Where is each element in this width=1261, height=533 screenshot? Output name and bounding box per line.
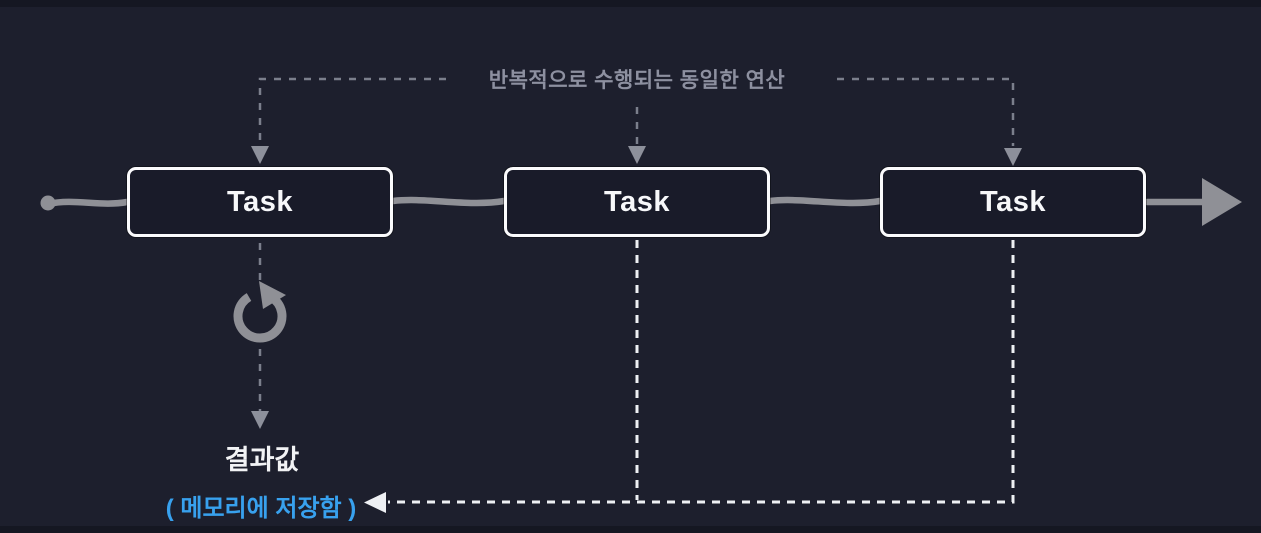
task-box-2: Task — [504, 167, 770, 237]
bottom-edge-band — [0, 526, 1261, 533]
connector-task1-task2 — [389, 196, 508, 207]
rotate-clockwise-icon — [233, 281, 287, 343]
task-box-1: Task — [127, 167, 393, 237]
rotate-clockwise-icon-arc — [233, 293, 287, 343]
flow-end-arrowhead — [1202, 178, 1242, 226]
task-box-1-label: Task — [227, 185, 293, 218]
loop-annotation-arrowhead-right — [1004, 148, 1022, 166]
connector-task2-task3 — [766, 196, 884, 207]
task-box-3: Task — [880, 167, 1146, 237]
top-annotation-label: 반복적으로 수행되는 동일한 연산 — [488, 69, 786, 92]
top-edge-band — [0, 0, 1261, 7]
loop-annotation-line-left — [258, 77, 446, 144]
task-box-3-label: Task — [980, 185, 1046, 218]
task-box-2-label: Task — [604, 185, 670, 218]
start-connector-line — [44, 198, 131, 208]
memory-dashed-line-task3 — [388, 240, 1015, 504]
loop-annotation-arrowhead-left — [251, 146, 269, 164]
memory-note-label: ( 메모리에 저장함 ) — [165, 495, 357, 522]
result-label: 결과값 — [224, 445, 300, 475]
loop-annotation-arrowhead-middle — [628, 146, 646, 164]
memory-arrowhead — [364, 492, 386, 513]
rotate-clockwise-icon-arrowhead — [259, 281, 286, 309]
result-arrowhead — [251, 411, 269, 429]
